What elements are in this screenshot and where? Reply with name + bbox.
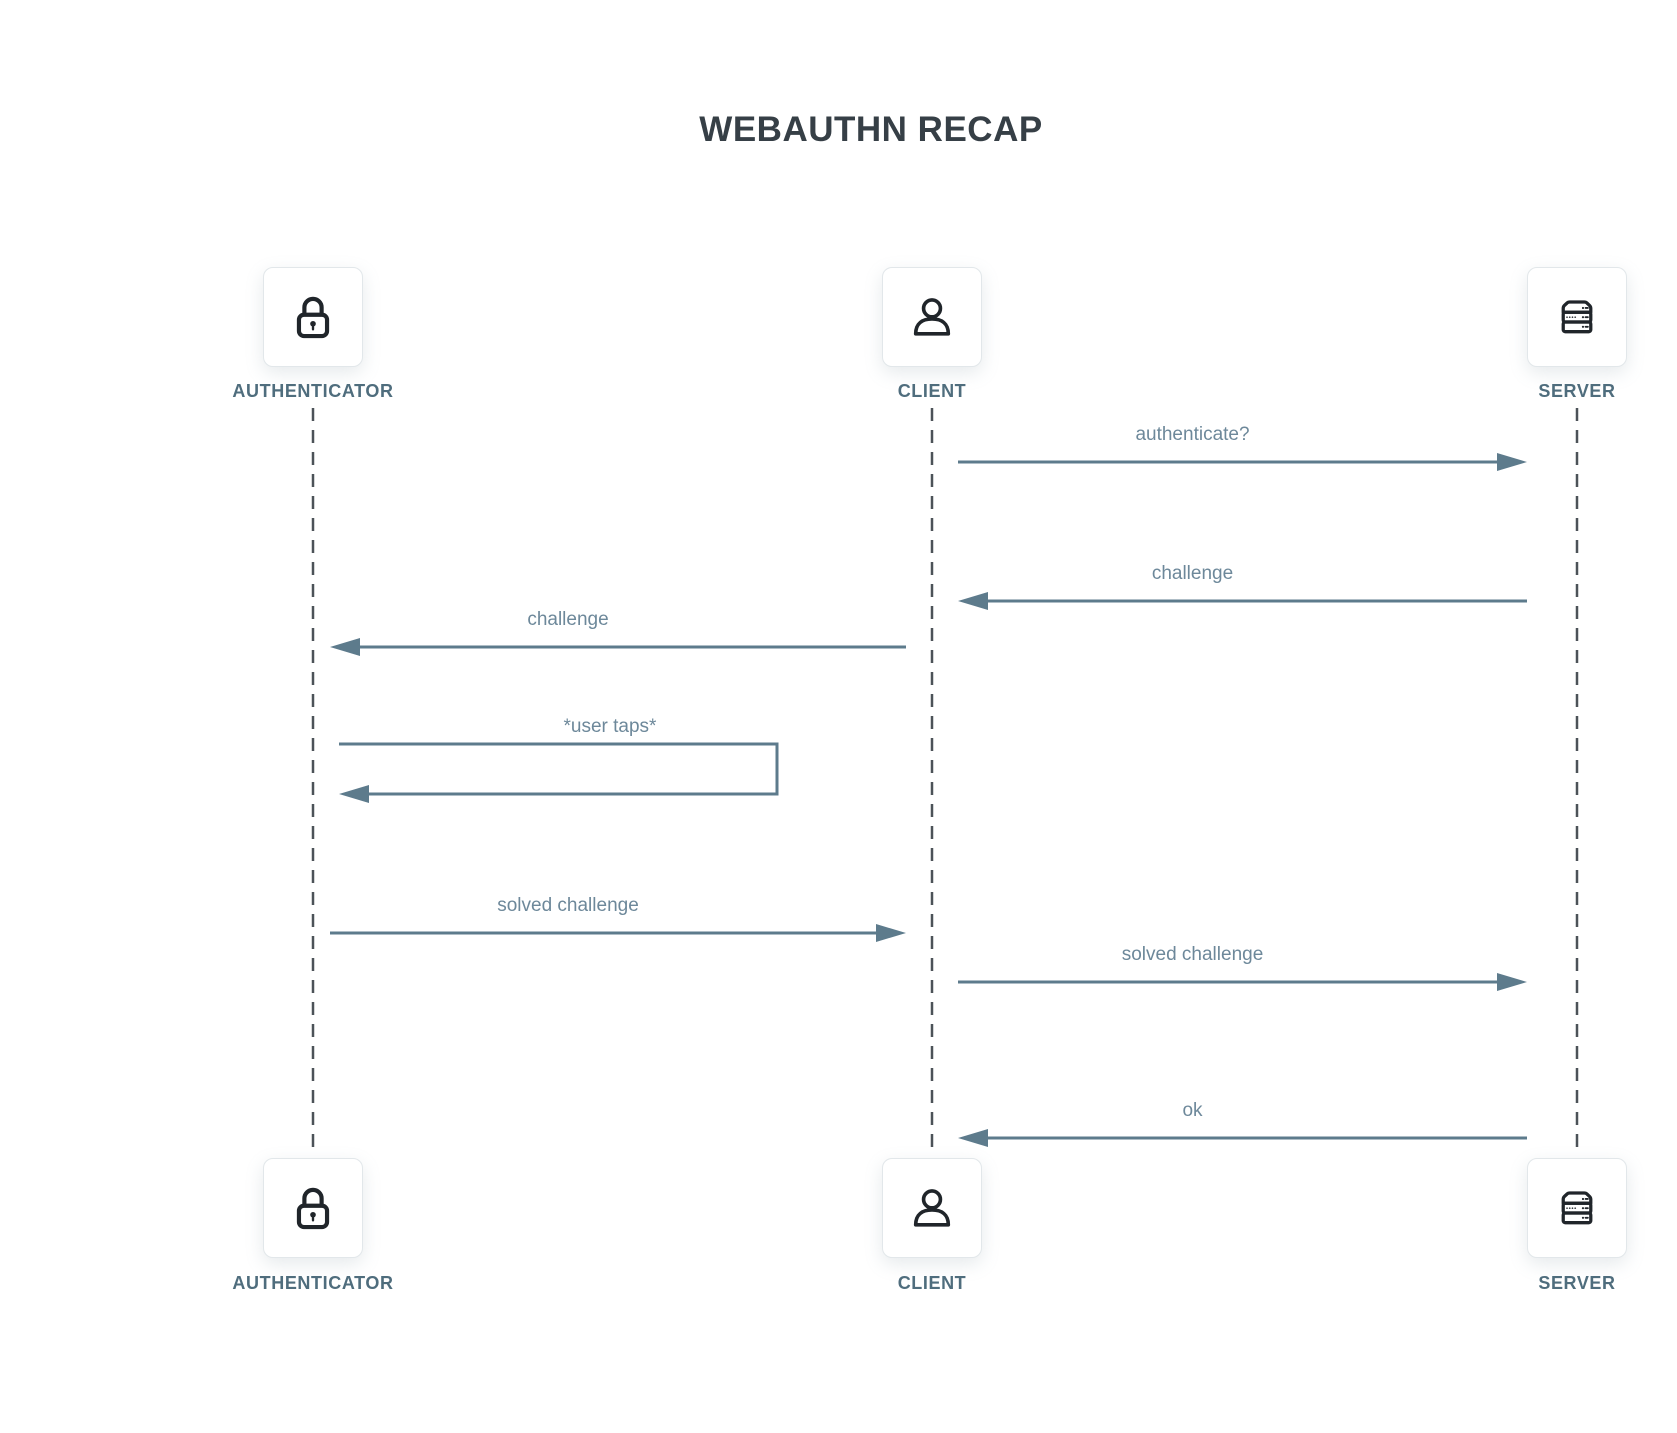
message-arrowhead-0 bbox=[1497, 453, 1527, 471]
message-label-0: authenticate? bbox=[1135, 424, 1250, 445]
lock-icon bbox=[296, 296, 330, 339]
message-label-4: solved challenge bbox=[497, 895, 639, 916]
user-icon bbox=[913, 298, 951, 336]
actor-card-client-bottom bbox=[882, 1158, 982, 1258]
actor-card-server-top bbox=[1527, 267, 1627, 367]
diagram-title: WEBAUTHN RECAP bbox=[699, 110, 1043, 149]
actor-label-authenticator-top: AUTHENTICATOR bbox=[232, 381, 394, 401]
self-loop-arrowhead-3 bbox=[339, 785, 369, 803]
actor-label-server-bottom: SERVER bbox=[1538, 1273, 1616, 1293]
message-arrowhead-5 bbox=[1497, 973, 1527, 991]
server-icon bbox=[1561, 1191, 1593, 1225]
message-arrowhead-6 bbox=[958, 1129, 988, 1147]
server-icon bbox=[1561, 300, 1593, 334]
message-arrowhead-1 bbox=[958, 592, 988, 610]
message-arrowhead-2 bbox=[330, 638, 360, 656]
message-label-1: challenge bbox=[1151, 563, 1234, 584]
user-icon bbox=[913, 1189, 951, 1227]
actor-card-authenticator-bottom bbox=[263, 1158, 363, 1258]
message-label-6: ok bbox=[1182, 1100, 1203, 1121]
actor-label-client-top: CLIENT bbox=[897, 381, 967, 401]
message-label-2: challenge bbox=[527, 609, 609, 630]
message-arrowhead-4 bbox=[876, 924, 906, 942]
actor-label-authenticator-bottom: AUTHENTICATOR bbox=[232, 1273, 394, 1293]
self-loop-line-3 bbox=[339, 742, 779, 796]
lock-icon bbox=[296, 1187, 330, 1230]
actor-card-client-top bbox=[882, 267, 982, 367]
message-label-3: *user taps* bbox=[563, 716, 657, 737]
actor-card-authenticator-top bbox=[263, 267, 363, 367]
actor-card-server-bottom bbox=[1527, 1158, 1627, 1258]
message-label-5: solved challenge bbox=[1121, 944, 1264, 965]
actor-label-server-top: SERVER bbox=[1538, 381, 1616, 401]
actor-label-client-bottom: CLIENT bbox=[897, 1273, 967, 1293]
